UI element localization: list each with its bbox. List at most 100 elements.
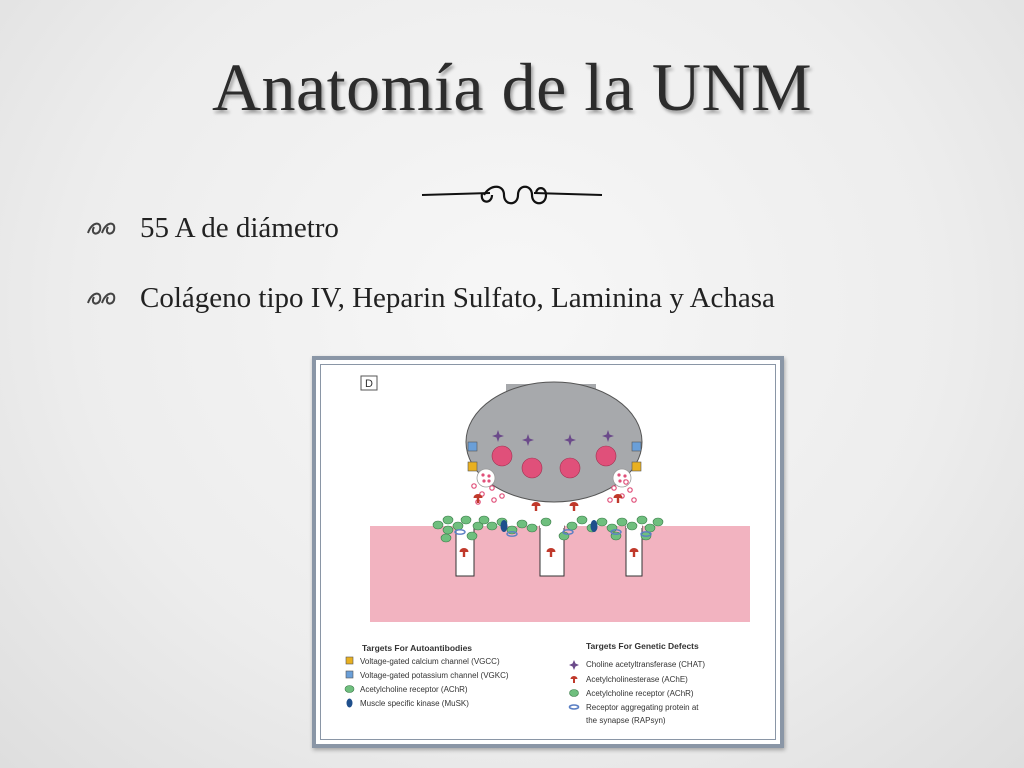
synaptic-vesicle xyxy=(491,445,513,467)
slide-title: Anatomía de la UNM xyxy=(211,49,813,125)
fusing-vesicle xyxy=(612,468,632,488)
fold-opening xyxy=(540,525,564,528)
rapsyn-protein xyxy=(640,531,652,537)
ache-stem xyxy=(534,506,538,511)
achr-receptor xyxy=(526,523,538,533)
acetylcholine-dot xyxy=(487,474,491,478)
rapsyn-protein xyxy=(610,529,622,535)
acetylcholine-dot xyxy=(487,479,491,483)
panel-label: D xyxy=(365,378,373,390)
achr-receptor xyxy=(478,515,490,525)
musk-kinase xyxy=(500,520,508,532)
junction-diagram: D Targets For Autoantibodies Targets For… xyxy=(344,375,750,725)
panel-label-box xyxy=(360,375,378,391)
ache-stem xyxy=(572,506,576,511)
chat-star-icon xyxy=(522,434,534,446)
achr-receptor xyxy=(644,523,656,533)
blue-ring-icon xyxy=(568,704,580,710)
achr-receptor xyxy=(636,515,648,525)
rapsyn-protein xyxy=(454,529,466,535)
musk-kinase xyxy=(590,520,598,532)
nmj-figure: D Targets For Autoantibodies Targets For… xyxy=(312,356,784,748)
synaptic-vesicle xyxy=(595,445,617,467)
achr-receptor xyxy=(566,521,578,531)
legend-item: Choline acetyltransferase (CHAT) xyxy=(586,660,705,669)
synaptic-vesicle xyxy=(559,457,581,479)
acetylcholine-dot xyxy=(623,479,629,485)
flourish-divider xyxy=(421,185,603,205)
bullet-item: Colágeno tipo IV, Heparin Sulfato, Lamin… xyxy=(86,276,775,320)
achr-receptor xyxy=(616,517,628,527)
bullet-text: 55 A de diámetro xyxy=(140,212,339,244)
bullet-list: 55 A de diámetro Colágeno tipo IV, Hepar… xyxy=(86,206,775,346)
legend-item: Acetylcholine receptor (AChR) xyxy=(360,685,468,694)
bullet-text: Colágeno tipo IV, Heparin Sulfato, Lamin… xyxy=(140,282,775,314)
curl-bullet-icon xyxy=(87,222,116,235)
fold-opening xyxy=(456,525,474,528)
achr-receptor xyxy=(486,521,498,531)
ache-mushroom-icon xyxy=(569,502,579,506)
acetylcholine-dot xyxy=(611,485,617,491)
acetylcholine-dot xyxy=(627,487,633,493)
red-mushroom-icon xyxy=(570,676,578,683)
achr-receptor xyxy=(442,515,454,525)
green-oval-icon xyxy=(344,685,355,693)
vgcc-channel xyxy=(467,461,478,472)
fusing-vesicle xyxy=(476,468,496,488)
achr-receptor xyxy=(626,521,638,531)
achr-receptor xyxy=(596,517,608,527)
vgkc-channel xyxy=(631,441,642,452)
achr-receptor xyxy=(452,521,464,531)
acetylcholine-dot xyxy=(631,497,637,503)
achr-receptor xyxy=(540,517,552,527)
acetylcholine-dot xyxy=(482,479,486,483)
ache-mushroom-icon xyxy=(473,494,483,498)
achr-receptor xyxy=(472,521,484,531)
legend: Targets For Autoantibodies Targets For G… xyxy=(344,641,705,725)
yellow-square-icon xyxy=(345,656,354,665)
ache-stem xyxy=(549,552,553,557)
legend-item: Acetylcholinesterase (AChE) xyxy=(586,675,688,684)
ache-stem xyxy=(462,552,466,557)
ache-mushroom-icon xyxy=(613,494,623,498)
green-oval-icon xyxy=(569,689,579,697)
achr-receptor xyxy=(432,520,444,530)
ache-mushroom-icon xyxy=(531,502,541,506)
legend-item: Voltage-gated calcium channel (VGCC) xyxy=(360,657,500,666)
chat-star-icon xyxy=(564,434,576,446)
blue-square-icon xyxy=(345,670,354,679)
achr-receptor xyxy=(442,525,454,535)
rapsyn-protein xyxy=(562,529,574,535)
chat-star-icon xyxy=(492,430,504,442)
legend-item: Voltage-gated potassium channel (VGKC) xyxy=(360,671,509,680)
ache-mushroom-icon xyxy=(546,548,556,552)
achr-receptor xyxy=(516,519,528,529)
purple-star-icon xyxy=(569,660,579,670)
achr-receptor xyxy=(466,531,478,541)
ache-stem xyxy=(632,552,636,557)
legend-item: Receptor aggregating protein at xyxy=(586,703,699,712)
ache-stem xyxy=(476,498,480,503)
vgkc-channel xyxy=(467,441,478,452)
acetylcholine-dot xyxy=(499,493,505,499)
nerve-terminal xyxy=(465,381,643,503)
achr-receptor xyxy=(440,533,452,543)
legend-heading-autoantibodies: Targets For Autoantibodies xyxy=(362,643,472,653)
chat-star-icon xyxy=(602,430,614,442)
legend-heading-genetic: Targets For Genetic Defects xyxy=(586,641,699,651)
acetylcholine-dot xyxy=(481,473,485,477)
bullet-item: 55 A de diámetro xyxy=(86,206,775,250)
rapsyn-protein xyxy=(506,531,518,537)
figure-inner-border xyxy=(320,364,776,740)
legend-item: Muscle specific kinase (MuSK) xyxy=(360,699,469,708)
legend-item: Acetylcholine receptor (AChR) xyxy=(586,689,694,698)
ache-mushroom-icon xyxy=(629,548,639,552)
acetylcholine-dot xyxy=(491,497,497,503)
achr-receptor xyxy=(460,515,472,525)
acetylcholine-dot xyxy=(489,485,495,491)
acetylcholine-dot xyxy=(617,473,621,477)
ache-mushroom-icon xyxy=(459,548,469,552)
acetylcholine-dot xyxy=(618,479,622,483)
ache-stem xyxy=(616,498,620,503)
acetylcholine-dot xyxy=(607,497,613,503)
